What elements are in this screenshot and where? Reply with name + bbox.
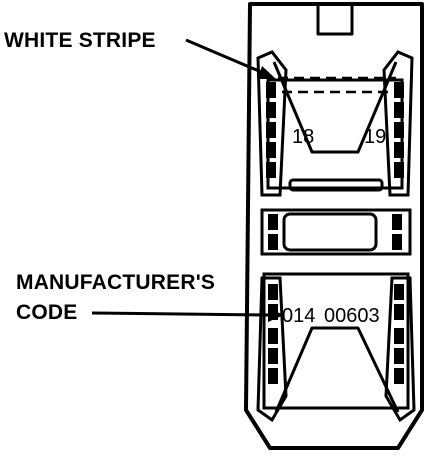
fuse-outline — [244, 2, 424, 450]
top-right-number: 19 — [364, 126, 386, 148]
manufacturer-code-right: 00603 — [324, 305, 380, 327]
right-rail-top — [382, 50, 414, 197]
right-rail-bottom — [384, 276, 416, 423]
fuse-top-tab — [316, 2, 354, 36]
manufacturer-code-label-line2: CODE — [16, 301, 78, 324]
bottom-window — [262, 272, 410, 410]
manufacturer-code-leader — [91, 308, 284, 322]
top-window-inner-bar — [288, 178, 384, 192]
white-stripe-dashes — [278, 76, 396, 94]
fuse-body — [244, 2, 424, 450]
top-left-number: 18 — [292, 126, 314, 148]
manufacturer-code-left: 014 — [282, 305, 315, 327]
white-stripe-leader — [185, 38, 276, 79]
manufacturer-code-label-line1: MANUFACTURER'S — [16, 271, 216, 294]
manufacturer-code-arrowhead — [268, 308, 284, 322]
middle-block — [260, 208, 412, 256]
bottom-fuse-element — [274, 326, 400, 413]
left-rail-top — [256, 50, 288, 197]
white-stripe-arrowhead — [258, 66, 276, 79]
top-fuse-element — [272, 61, 398, 154]
white-stripe-label: WHITE STRIPE — [4, 29, 156, 52]
